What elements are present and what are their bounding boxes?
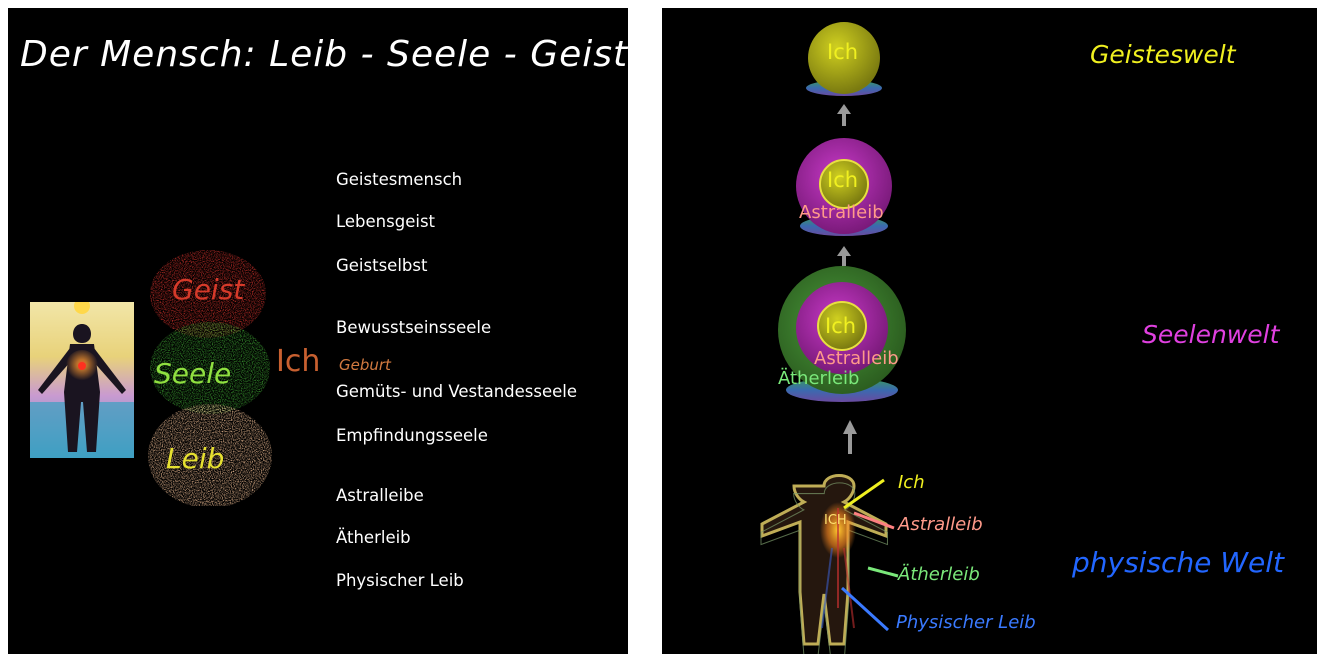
pointer-physisch	[842, 588, 888, 630]
sphere-top-ich: Ich	[827, 40, 858, 64]
ich-label: Ich	[276, 344, 320, 379]
body-label-astral: Astralleib	[898, 514, 983, 535]
list-item: Physischer Leib	[336, 571, 464, 590]
arrow-up-icon	[843, 420, 857, 454]
body-label-physisch: Physischer Leib	[896, 612, 1036, 633]
leib-label: Leib	[166, 442, 224, 475]
list-item: Geistesmensch	[336, 170, 462, 189]
right-panel: Geisteswelt Seelenwelt physische Welt	[662, 8, 1317, 654]
left-panel: Der Mensch: Leib - Seele - Geist	[8, 8, 628, 654]
sphere-mid-ich: Ich	[827, 168, 858, 192]
arrow-up-icon	[837, 246, 851, 266]
sphere-low-astral: Astralleib	[814, 348, 899, 369]
list-item: Lebensgeist	[336, 212, 435, 231]
geburt-label: Geburt	[339, 356, 391, 374]
body-figure	[761, 476, 887, 655]
list-item: Astralleibe	[336, 486, 424, 505]
page-title: Der Mensch: Leib - Seele - Geist	[20, 34, 620, 75]
human-painting	[30, 302, 134, 458]
arrow-up-icon	[837, 104, 851, 126]
body-center-ich: ICH	[824, 513, 847, 528]
sphere-low-aether: Ätherleib	[778, 368, 859, 389]
list-item: Geistselbst	[336, 256, 427, 275]
body-label-aether: Ätherleib	[898, 564, 980, 585]
sphere-mid-astral: Astralleib	[799, 202, 884, 223]
sphere-low-ich: Ich	[825, 314, 856, 338]
list-item: Bewusstseinsseele	[336, 318, 491, 337]
spheres-diagram	[662, 8, 1317, 654]
pointer-aether	[868, 568, 898, 576]
list-item: Gemüts- und Vestandesseele	[336, 382, 577, 401]
list-item: Ätherleib	[336, 528, 411, 547]
list-item: Empfindungsseele	[336, 426, 488, 445]
body-label-ich: Ich	[898, 472, 925, 493]
seele-label: Seele	[154, 357, 231, 390]
geist-label: Geist	[172, 273, 244, 306]
